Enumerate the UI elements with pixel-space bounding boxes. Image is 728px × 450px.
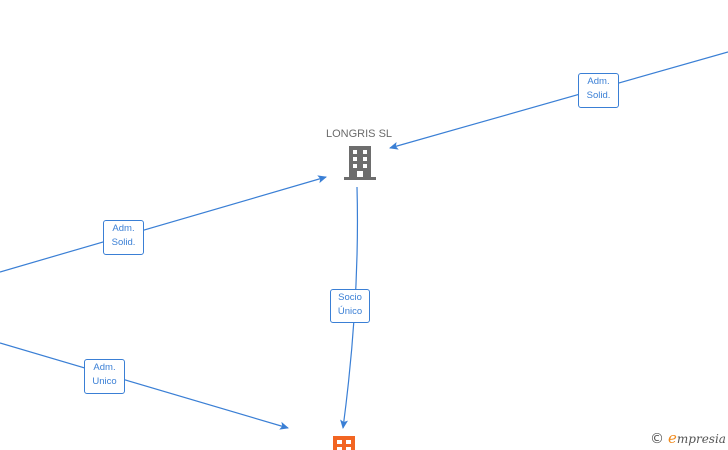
edge-label-line: Solid. bbox=[111, 237, 136, 248]
edge-label-adm-unico[interactable]: Adm. Unico bbox=[84, 359, 125, 394]
company-name-label[interactable]: LONGRIS SL bbox=[326, 128, 393, 140]
copyright-symbol: © bbox=[650, 431, 664, 447]
edge-adm-solid-right[interactable] bbox=[389, 51, 728, 150]
building-icon[interactable] bbox=[344, 146, 376, 180]
edge-label-line: Adm. bbox=[93, 362, 116, 373]
brand-initial: e bbox=[668, 429, 677, 447]
brand-name: mpresia bbox=[676, 432, 726, 446]
edge-label-adm-solid-left[interactable]: Adm. Solid. bbox=[103, 220, 144, 255]
edge-adm-solid-left[interactable] bbox=[0, 175, 327, 273]
empresia-watermark: ©empresia bbox=[650, 429, 726, 447]
edge-label-line: Adm. bbox=[112, 223, 135, 234]
edge-label-line: Único bbox=[337, 306, 363, 317]
edge-label-line: Solid. bbox=[586, 90, 611, 101]
edge-label-socio-unico[interactable]: Socio Único bbox=[330, 289, 370, 323]
edge-label-line: Socio bbox=[338, 292, 362, 303]
edge-label-line: Adm. bbox=[587, 76, 610, 87]
edge-adm-unico[interactable] bbox=[0, 342, 289, 430]
building-icon[interactable] bbox=[333, 436, 355, 450]
edge-label-line: Unico bbox=[92, 376, 117, 387]
edge-label-adm-solid-right[interactable]: Adm. Solid. bbox=[578, 73, 619, 108]
